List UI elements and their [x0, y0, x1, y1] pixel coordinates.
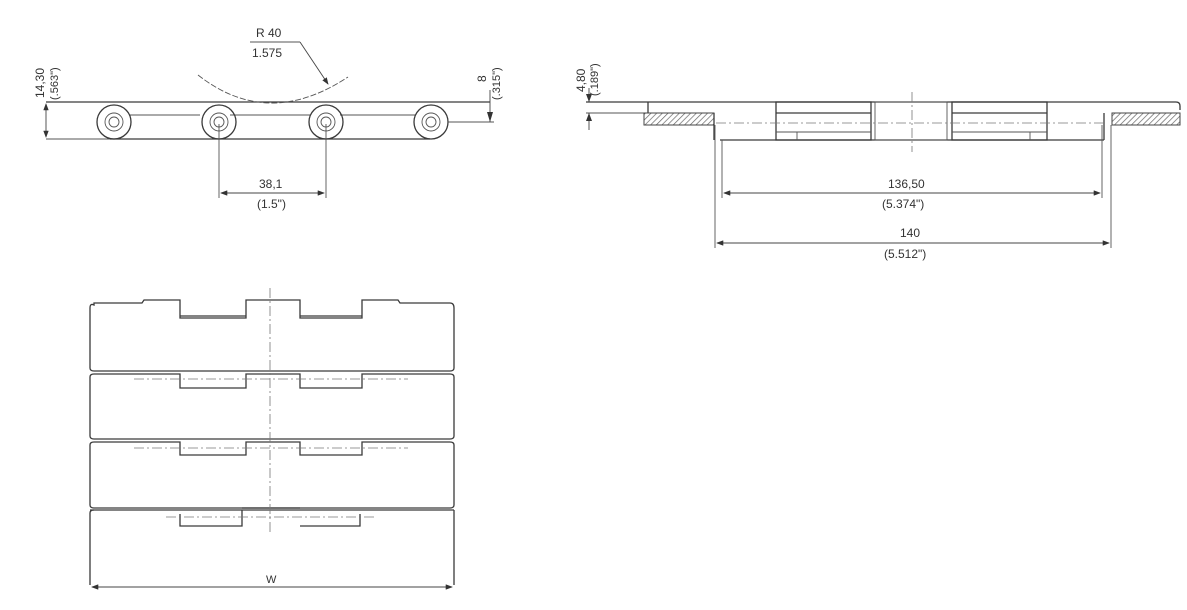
- barrel-1: [96, 104, 132, 140]
- radius-label: R 40: [256, 26, 282, 40]
- radius-inch: 1.575: [252, 46, 282, 60]
- end-view: 4,80 (.189") 136,50 (5.374") 140 (5.512"…: [574, 63, 1181, 261]
- pitch-mm: 38,1: [259, 177, 283, 191]
- width-label: W: [266, 574, 277, 586]
- wear-strip-left: [643, 112, 715, 126]
- top-view: W: [89, 288, 455, 590]
- plate-thickness-in: (.189"): [589, 63, 601, 96]
- thickness-mm: 8: [475, 75, 489, 82]
- height-mm: 14,30: [33, 68, 47, 98]
- plate-thickness-mm: 4,80: [574, 68, 588, 92]
- outer-width-in: (5.512"): [884, 247, 926, 261]
- side-view: R 40 1.575 14,30 (.563") 8 (.315") 38,1 …: [33, 26, 503, 211]
- outer-width-mm: 140: [900, 226, 920, 240]
- inner-width-in: (5.374"): [882, 197, 924, 211]
- barrel-4: [413, 104, 449, 140]
- wear-strip-right: [1111, 112, 1181, 126]
- inner-width-mm: 136,50: [888, 177, 925, 191]
- height-in: (.563"): [49, 67, 61, 100]
- thickness-in: (.315"): [491, 67, 503, 100]
- pitch-in: (1.5"): [257, 197, 286, 211]
